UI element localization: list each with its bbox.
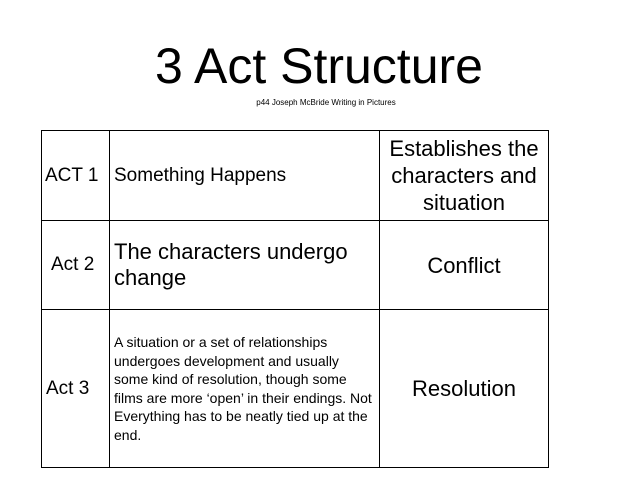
slide-subtitle: p44 Joseph McBride Writing in Pictures [256, 98, 396, 107]
act-description: Something Happens [109, 130, 380, 221]
act-label: ACT 1 [41, 130, 110, 221]
act-outcome: Establishes the characters and situation [379, 130, 549, 221]
slide-title: 3 Act Structure [155, 38, 483, 94]
act-outcome: Resolution [379, 309, 549, 468]
act-label: Act 2 [41, 220, 110, 310]
act-description: A situation or a set of relationships un… [109, 309, 380, 468]
act-structure-table: ACT 1 Something Happens Establishes the … [41, 130, 549, 468]
act-outcome: Conflict [379, 220, 549, 310]
act-label: Act 3 [41, 309, 110, 468]
table-row: ACT 1 Something Happens Establishes the … [41, 130, 549, 221]
table-row: Act 3 A situation or a set of relationsh… [41, 309, 549, 468]
act-description: The characters undergo change [109, 220, 380, 310]
table-row: Act 2 The characters undergo change Conf… [41, 220, 549, 310]
